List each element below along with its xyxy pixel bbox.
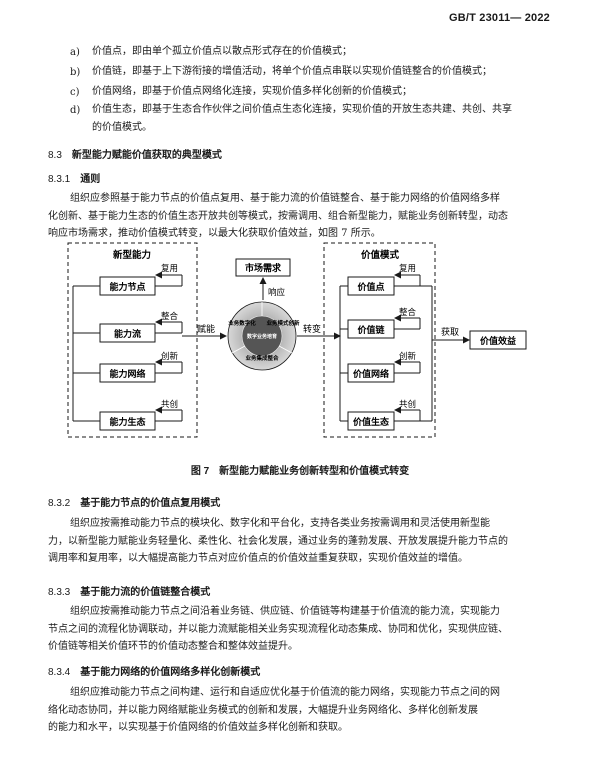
- section-title: 基于能力网络的价值网络多样化创新模式: [80, 667, 261, 678]
- value-chain-label: 价值链: [357, 324, 385, 335]
- section-title: 基于能力流的价值链整合模式: [80, 587, 211, 598]
- left-arrow-integrate: 整合: [161, 311, 179, 321]
- value-benefit-box: [469, 330, 527, 350]
- right-arrow-reuse: 复用: [399, 263, 416, 273]
- left-arrow-cocreate: 共创: [161, 399, 178, 409]
- section-number: 8.3.4: [48, 667, 71, 678]
- left-arrow-innovate: 创新: [161, 351, 179, 361]
- acquire-label: 获取: [441, 327, 459, 337]
- para-line: 节点之间的流程化协调联动，并以能力流赋能相关业务实现流程化动态集成、协同和优化，…: [48, 623, 508, 635]
- para-line: 组织应推动能力节点之间构建、运行和自适应优化基于价值流的能力网络，实现能力节点之…: [70, 687, 500, 698]
- value-benefit-label: 价值效益: [480, 335, 516, 346]
- paragraph-8-3-3: 组织应按需推动能力节点之间沿着业务链、供应链、价值链等构建基于价值流的能力流，实…: [48, 603, 548, 656]
- para-line: 调用率和复用率，以大幅提高能力节点对应价值点的价值效益重复获取，实现价值效益的增…: [48, 553, 468, 564]
- paragraph-8-3-2: 组织应按需推动能力节点的模块化、数字化和平台化，支持各类业务按需调用和灵活使用新…: [48, 515, 548, 568]
- section-title: 基于能力节点的价值点复用模式: [80, 498, 221, 509]
- right-dashed-box: [323, 242, 436, 438]
- para-line: 组织应参照基于能力节点的价值点复用、基于能力流的价值链整合、基于能力网络的价值网…: [70, 193, 500, 204]
- circle-label-digital: 业务数字化: [228, 319, 256, 327]
- market-demand-box: [235, 258, 291, 277]
- list-text: 价值生态，即基于生态合作伙伴之间价值点生态化连接，实现价值的开放生态共建、共创、…: [92, 104, 512, 115]
- figure-caption: 图 7 新型能力赋能业务创新转型和价值模式转变: [190, 466, 410, 477]
- list-tag: a): [70, 47, 80, 58]
- section-heading: 8.3 新型能力赋能价值获取的典型模式: [48, 146, 222, 161]
- capability-network-label: 能力网络: [109, 368, 145, 379]
- section-heading: 8.3.2 基于能力节点的价值点复用模式: [48, 494, 220, 509]
- capability-node-label: 能力节点: [109, 281, 145, 292]
- right-arrow-cocreate: 共创: [399, 399, 416, 409]
- value-point-label: 价值点: [357, 281, 384, 292]
- value-ecology-label: 价值生态: [353, 416, 389, 427]
- enable-label: 赋能: [197, 323, 215, 334]
- section-title: 新型能力赋能价值获取的典型模式: [71, 150, 222, 161]
- circle-label-model: 业务模式创新: [266, 319, 300, 327]
- para-line: 的能力和水平，以实现基于价值网络的价值效益多样化创新和获取。: [48, 722, 348, 733]
- transform-label: 转变: [303, 323, 321, 334]
- section-heading: 8.3.1 通则: [48, 170, 100, 185]
- value-network-label: 价值网络: [353, 368, 389, 379]
- list-text: 价值网络，即基于价值点网络化连接，实现价值多样化创新的价值模式；: [92, 86, 412, 97]
- paragraph-8-3-1: 组织应参照基于能力节点的价值点复用、基于能力流的价值链整合、基于能力网络的价值网…: [48, 190, 548, 243]
- list-text: 价值点，即由单个孤立价值点以散点形式存在的价值模式；: [92, 46, 352, 57]
- right-arrow-integrate: 整合: [399, 307, 417, 317]
- para-line: 价值链等相关价值环节的价值动态整合和整体效益提升。: [48, 641, 298, 652]
- para-line: 络化动态协同，并以能力网络赋能业务模式的创新和发展，大幅提升业务网络化、多样化创…: [48, 704, 478, 716]
- list-text: 价值链，即基于上下游衔接的增值活动，将单个价值点串联以实现价值链整合的价值模式；: [92, 66, 492, 77]
- section-number: 8.3.2: [48, 498, 71, 509]
- section-number: 8.3.1: [48, 174, 71, 185]
- section-number: 8.3.3: [48, 587, 71, 598]
- para-line: 组织应按需推动能力节点之间沿着业务链、供应链、价值链等构建基于价值流的能力流，实…: [70, 606, 500, 617]
- circle-label-cultivate: 数字业务培育: [247, 333, 277, 340]
- para-line: 响应市场需求，推动价值模式转变，以最大化获取价值效益，如图 7 所示。: [48, 228, 381, 239]
- right-box-title: 价值模式: [361, 249, 400, 261]
- market-demand-label: 市场需求: [245, 262, 282, 273]
- left-arrow-reuse: 复用: [161, 263, 178, 273]
- list-tag: c): [70, 87, 80, 98]
- standard-number: GB/T 23011— 2022: [448, 12, 550, 24]
- list-tag: d): [70, 105, 81, 116]
- para-line: 组织应按需推动能力节点的模块化、数字化和平台化，支持各类业务按需调用和灵活使用新…: [70, 518, 490, 529]
- circle-label-integrate: 业务集成整合: [245, 354, 279, 362]
- respond-label: 响应: [268, 287, 286, 297]
- section-title: 通则: [80, 174, 101, 185]
- capability-ecology-label: 能力生态: [109, 416, 145, 427]
- capability-flow-label: 能力流: [114, 328, 141, 339]
- left-box-title: 新型能力: [113, 249, 151, 261]
- left-dashed-box: [67, 242, 198, 438]
- section-heading: 8.3.3 基于能力流的价值链整合模式: [48, 583, 210, 598]
- list-tag: b): [70, 67, 81, 78]
- section-heading: 8.3.4 基于能力网络的价值网络多样化创新模式: [48, 663, 260, 678]
- para-line: 力，以新型能力赋能业务轻量化、柔性化、社会化发展，通过业务的蓬勃发展、开放发展提…: [48, 535, 508, 547]
- section-number: 8.3: [48, 150, 62, 161]
- right-arrow-innovate: 创新: [399, 351, 417, 361]
- paragraph-8-3-4: 组织应推动能力节点之间构建、运行和自适应优化基于价值流的能力网络，实现能力节点之…: [48, 684, 548, 737]
- para-line: 化创新、基于能力生态的价值生态开放共创等模式，按需调用、组合新型能力，赋能业务创…: [48, 210, 508, 222]
- list-text: 的价值模式。: [92, 122, 152, 133]
